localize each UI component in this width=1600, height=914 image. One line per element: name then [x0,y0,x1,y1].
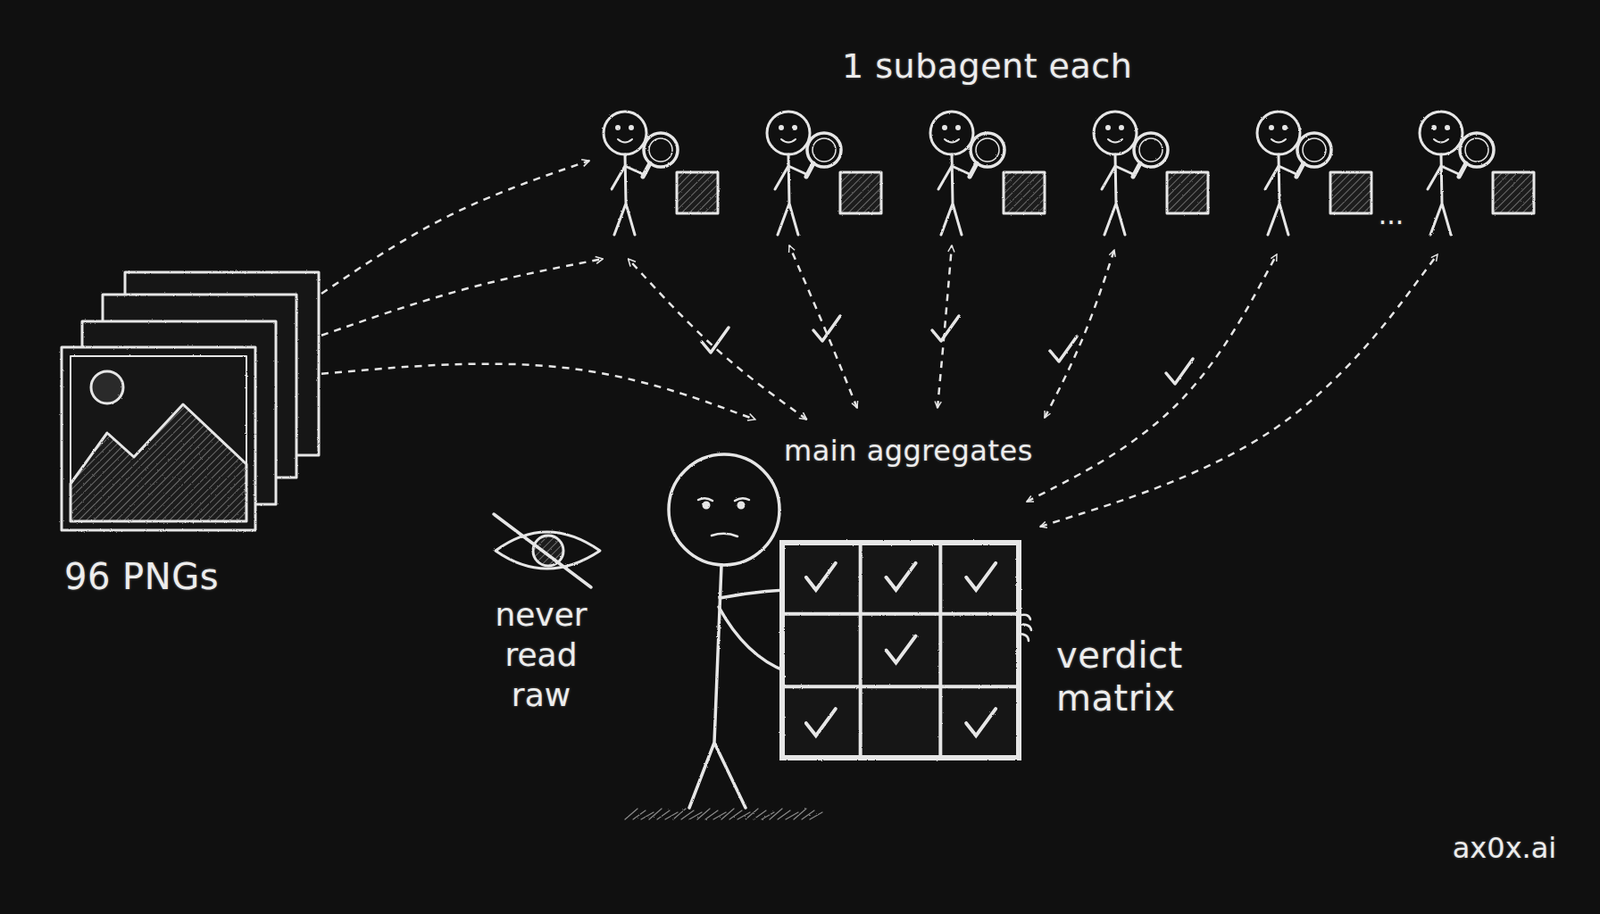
subagent-figure [1257,111,1372,235]
subagent-figure [766,111,882,235]
image-stack: 96 PNGs [53,258,322,608]
dashed-arrow [937,245,952,409]
check-mark [1166,358,1193,384]
node-text: 96 PNGs [64,555,219,599]
note-text: never read raw [483,594,600,716]
check-mark [1050,336,1077,362]
node-text: main aggregates [783,433,1034,468]
check-mark [932,316,959,342]
main-agent-figure [625,454,1032,820]
image-inner-frame [70,356,247,522]
dashed-arrow [1040,254,1438,527]
sun-icon [91,371,124,404]
dashed-arrow [321,258,603,336]
dashed-arrow [1026,254,1277,502]
mountain-icon [70,404,247,522]
dashed-arrow [1044,250,1115,418]
matrix-grid [780,541,1021,760]
dashed-arrow [321,364,756,420]
node-text: 1 subagent each [841,46,1133,88]
main-agent: verdict matrix main aggregates [642,419,1250,813]
ellipsis: ... [1373,198,1409,233]
node-text: verdict matrix [1056,633,1244,720]
check-mark [813,316,841,342]
dashed-arrow [321,160,590,294]
dashed-arrow [789,245,858,409]
subagent-figure [1419,111,1534,235]
crossed-eye-icon [493,514,600,588]
watermark: ax0x.ai [1428,830,1581,867]
subagent-row: 1 subagent each [589,35,1563,259]
subagent-figure [1093,111,1209,235]
image-frame [61,347,256,531]
check-mark [701,327,729,353]
dashed-arrow [628,258,808,420]
subagent-figure [603,111,718,235]
subagent-figure [930,111,1045,235]
verdict-matrix: verdict matrix [780,541,1021,760]
